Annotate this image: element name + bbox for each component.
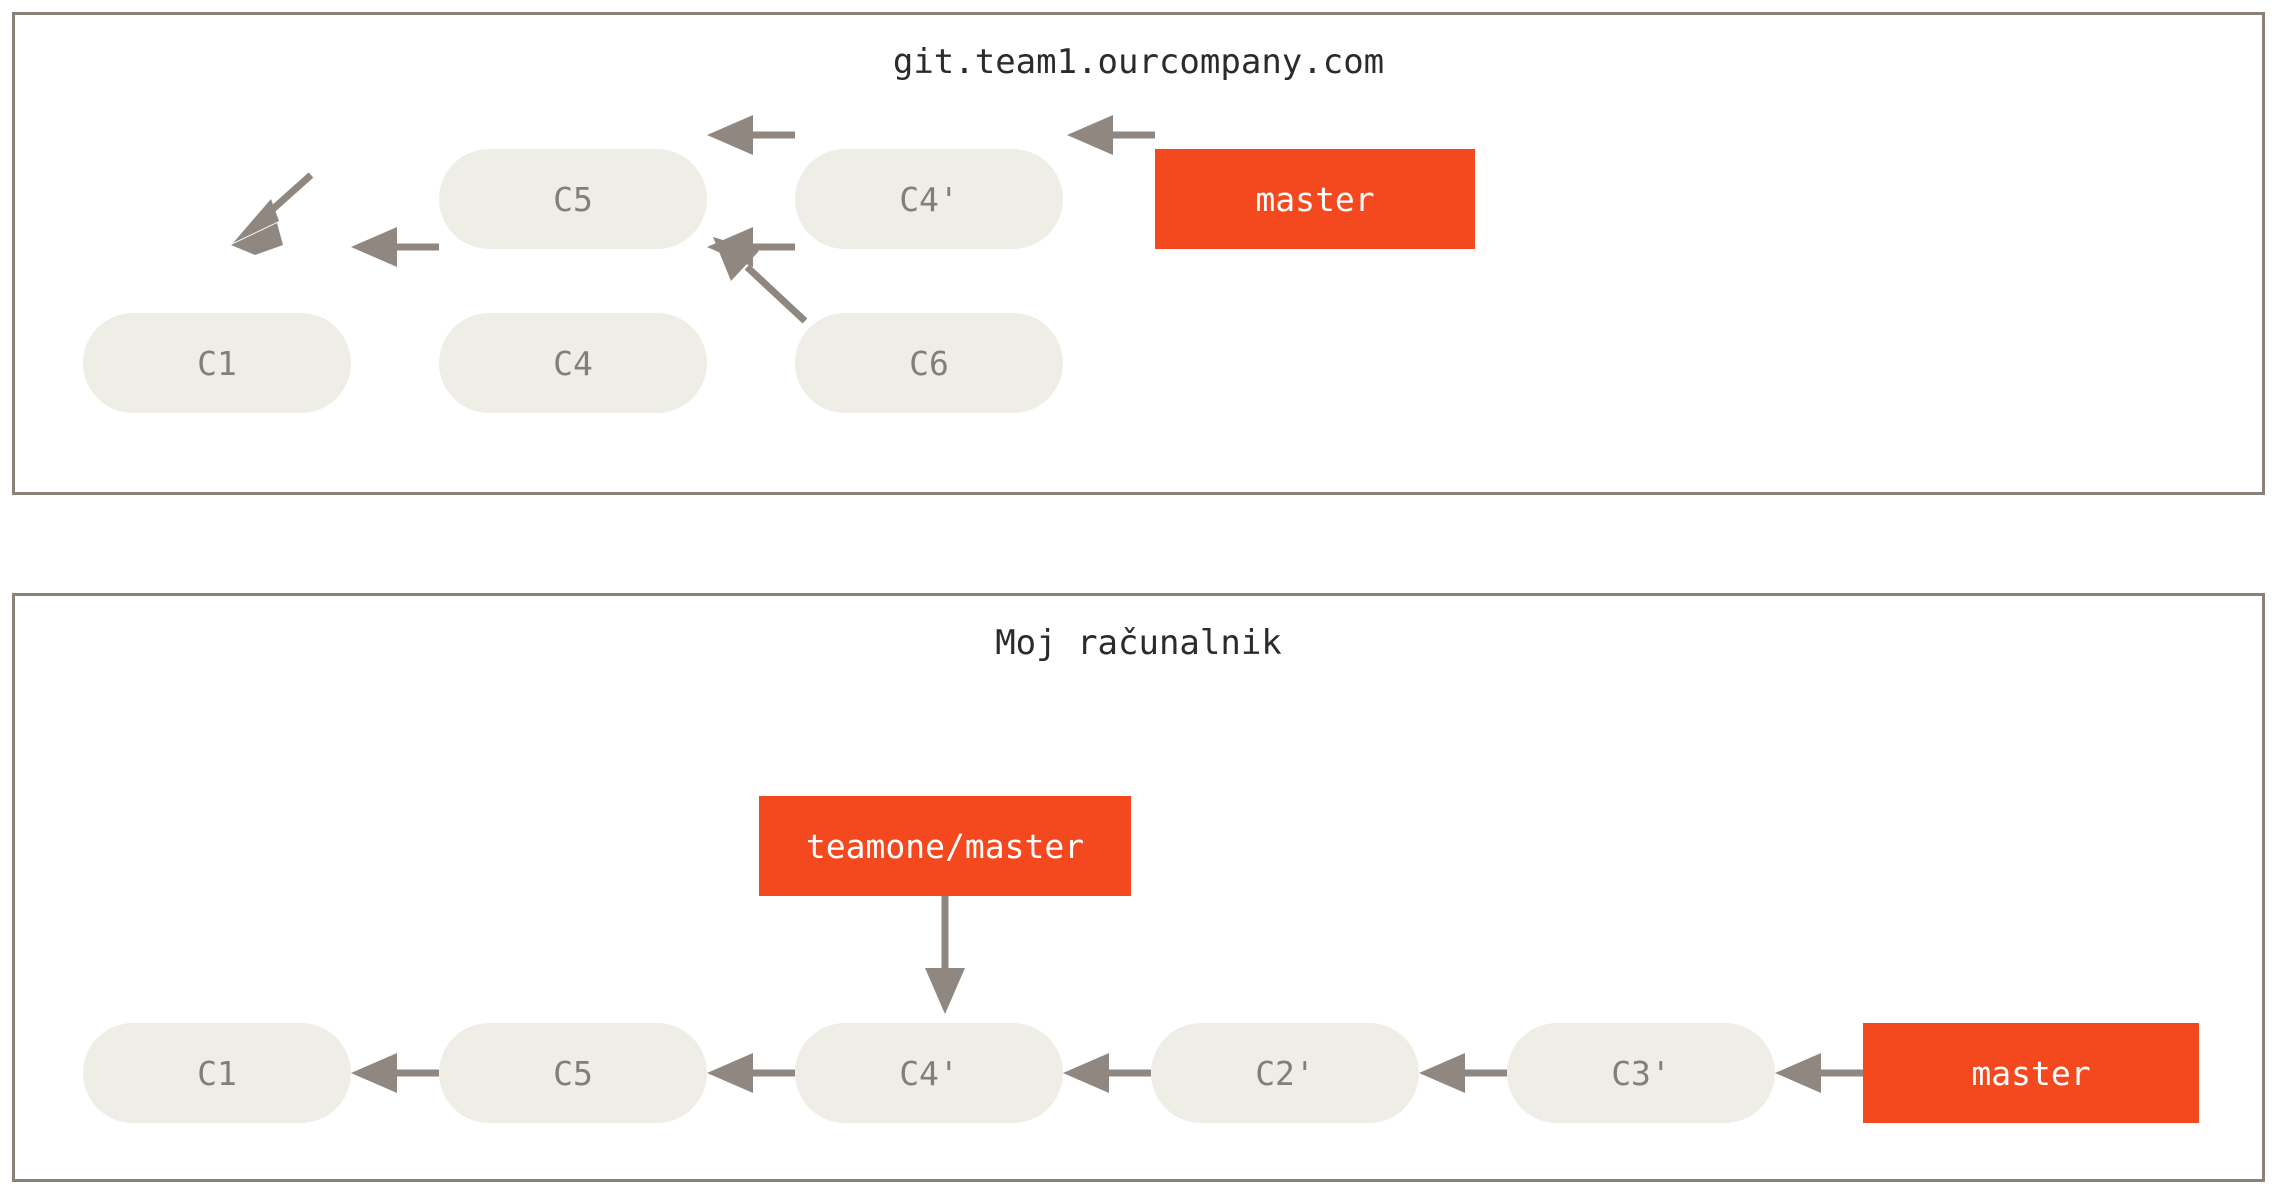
branch-ref-master[interactable]: master [1155, 149, 1475, 249]
arrow-c5-to-c1 [231, 172, 314, 255]
commit-label: C4' [899, 1053, 959, 1093]
commit-label: C4 [553, 343, 593, 383]
arrow-c2prime-to-c4prime [1063, 1053, 1151, 1093]
commit-label: C6 [909, 343, 949, 383]
arrow-teamone-master-to-c4prime [925, 896, 965, 1014]
remote-tracking-ref-teamone-master[interactable]: teamone/master [759, 796, 1131, 896]
arrow-c3prime-to-c2prime [1419, 1053, 1507, 1093]
arrow-c4prime-to-c5 [707, 115, 795, 155]
arrow-master-to-c4prime [1067, 115, 1155, 155]
branch-ref-label: teamone/master [805, 826, 1085, 866]
commit-node-c5[interactable]: C5 [439, 149, 707, 249]
commit-label: C1 [197, 1053, 237, 1093]
remote-arrows-layer [231, 115, 1155, 324]
commit-label: C5 [553, 1053, 593, 1093]
commit-label: C1 [197, 343, 237, 383]
branch-ref-label: master [1255, 179, 1375, 219]
commit-node-c1[interactable]: C1 [83, 313, 351, 413]
commit-node-c6[interactable]: C6 [795, 313, 1063, 413]
local-panel-title: Moj računalnik [995, 623, 1282, 663]
commit-node-c4-prime[interactable]: C4' [795, 1023, 1063, 1123]
commit-node-c5[interactable]: C5 [439, 1023, 707, 1123]
commit-node-c4-prime[interactable]: C4' [795, 149, 1063, 249]
arrow-c5-to-c1 [351, 1053, 439, 1093]
remote-panel-title: git.team1.ourcompany.com [892, 42, 1385, 82]
commit-label: C2' [1255, 1053, 1315, 1093]
branch-ref-master[interactable]: master [1863, 1023, 2199, 1123]
commit-label: C4' [899, 179, 959, 219]
arrow-c4-to-c1 [351, 227, 439, 267]
commit-node-c1[interactable]: C1 [83, 1023, 351, 1123]
remote-repository-panel: git.team1.ourcompany.com [12, 12, 2265, 495]
arrow-master-to-c3prime [1775, 1053, 1863, 1093]
branch-ref-label: master [1971, 1053, 2091, 1093]
arrow-c4prime-to-c5 [707, 1053, 795, 1093]
commit-node-c3-prime[interactable]: C3' [1507, 1023, 1775, 1123]
local-repository-panel: Moj računalnik [12, 593, 2265, 1182]
commit-node-c2-prime[interactable]: C2' [1151, 1023, 1419, 1123]
commit-node-c4[interactable]: C4 [439, 313, 707, 413]
commit-label: C5 [553, 179, 593, 219]
arrow-c6-to-c4 [707, 227, 795, 267]
commit-label: C3' [1611, 1053, 1671, 1093]
arrow-c6-to-c5 [713, 237, 808, 324]
